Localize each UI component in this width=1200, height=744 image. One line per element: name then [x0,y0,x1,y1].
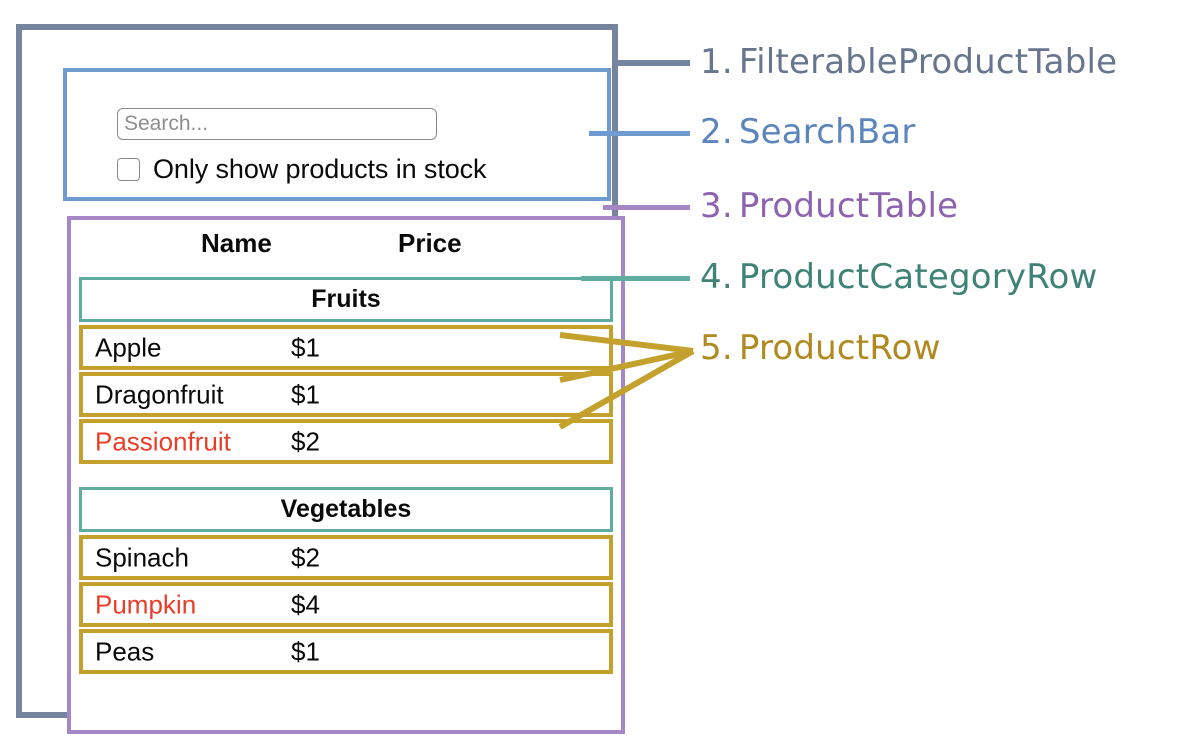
product-row: Spinach $2 [79,535,613,580]
product-price: $1 [291,332,320,362]
product-rows-container: Fruits Apple $1 Dragonfruit $1 Passionfr… [79,277,613,676]
callout-connector-3 [603,205,690,210]
category-label: Fruits [311,285,381,313]
product-name: Dragonfruit [95,379,224,409]
callout-label-product-row: 5.ProductRow [700,328,941,368]
callout-connector-1 [618,60,690,66]
callout-connector-2 [589,131,690,136]
callout-label-filterable-product-table: 1.FilterableProductTable [700,42,1117,82]
checkbox-icon[interactable] [117,157,140,181]
callout-label-search-bar: 2.SearchBar [700,112,916,152]
callout-text: ProductRow [738,328,941,368]
product-row: Pumpkin $4 [79,582,613,627]
callout-text: SearchBar [738,112,916,152]
product-name: Pumpkin [95,589,197,619]
product-category-row: Vegetables [79,487,613,532]
callout-connector-4 [581,276,690,281]
callout-number: 3. [700,186,733,226]
product-name: Apple [95,332,162,362]
callout-text: FilterableProductTable [738,42,1118,82]
product-category-row: Fruits [79,277,613,322]
callout-text: ProductTable [738,186,959,226]
callout-number: 1. [700,42,733,82]
callout-label-product-table: 3.ProductTable [700,186,958,226]
product-row: Peas $1 [79,629,613,674]
product-price: $4 [291,589,320,619]
product-name: Spinach [95,542,189,572]
column-header-name: Name [201,228,272,258]
product-row: Apple $1 [79,325,613,370]
callout-number: 5. [700,328,733,368]
product-price: $1 [291,379,320,409]
callout-number: 4. [700,257,733,297]
filterable-product-table-frame: Only show products in stock Name Price F… [16,24,625,734]
search-input[interactable] [117,108,437,140]
in-stock-checkbox-label: Only show products in stock [153,153,487,184]
product-price: $2 [291,426,320,456]
callout-number: 2. [700,112,733,152]
product-name: Peas [95,636,155,666]
search-bar-frame: Only show products in stock [63,68,611,201]
product-name: Passionfruit [95,426,231,456]
column-header-price: Price [398,228,462,258]
table-header: Name Price [71,228,621,268]
product-price: $1 [291,636,320,666]
group-separator [79,466,613,487]
product-row: Passionfruit $2 [79,419,613,464]
product-row: Dragonfruit $1 [79,372,613,417]
in-stock-checkbox-row[interactable]: Only show products in stock [117,152,487,186]
callout-label-product-category-row: 4.ProductCategoryRow [700,257,1098,297]
product-price: $2 [291,542,320,572]
category-label: Vegetables [280,495,412,523]
product-table-frame: Name Price Fruits Apple $1 Dragonfruit $… [67,216,625,734]
callout-text: ProductCategoryRow [738,257,1098,297]
